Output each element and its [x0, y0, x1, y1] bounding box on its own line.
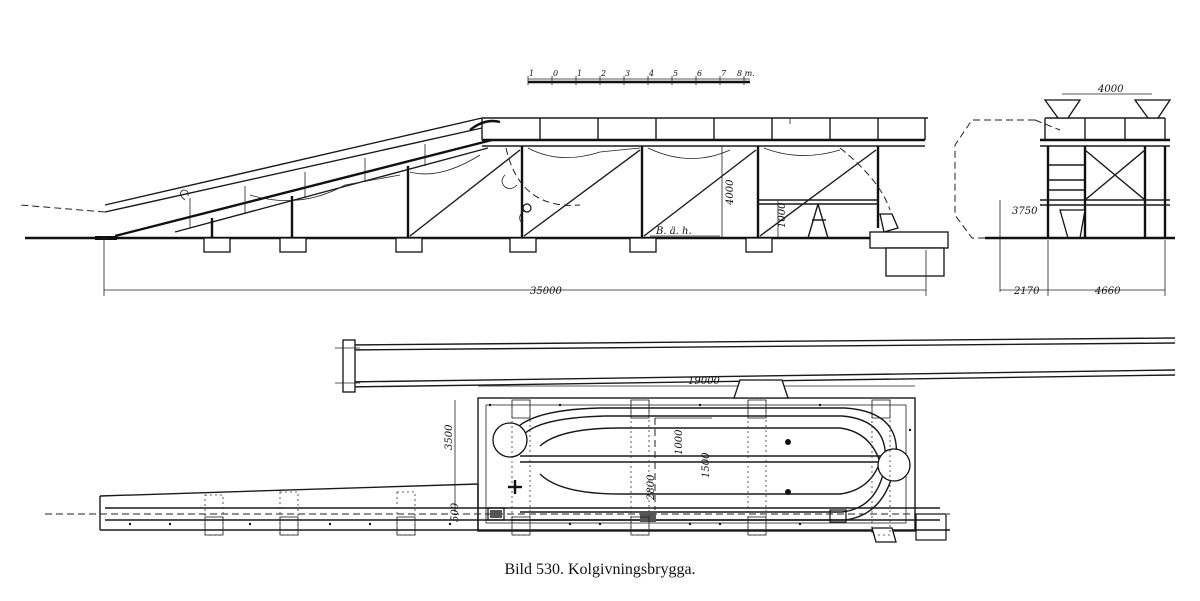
end-elevation: 4000 3750 2170 4660 [954, 84, 1175, 297]
plan-small-label: 500 [450, 502, 461, 522]
plan-inner-2-label: 1500 [701, 452, 712, 478]
level-label: B. ä. h. [655, 226, 692, 237]
plan-length-label: 19000 [688, 376, 720, 387]
scale-tick-label: 6 [697, 69, 702, 78]
plan-width-label: 3500 [444, 424, 455, 450]
scale-tick-label: 4 [648, 69, 654, 78]
scale-tick-label: 3 [625, 69, 630, 78]
end-height-label: 3750 [1012, 206, 1038, 217]
plan-inner-3-label: 2800 [646, 474, 657, 501]
end-top-width-label: 4000 [1097, 84, 1124, 95]
scale-bar: 1 0 1 2 3 4 5 6 7 8 m. [527, 69, 755, 85]
scale-tick-label: 2 [600, 69, 606, 78]
scale-tick-label: 5 [673, 69, 678, 78]
height-dimension-label: 4000 [725, 179, 736, 206]
overall-length-label: 35000 [530, 286, 562, 297]
scale-tick-label: 1 [529, 69, 534, 78]
figure-caption: Bild 530. Kolgivningsbrygga. [504, 561, 696, 578]
plan-inner-1-label: 1000 [674, 429, 685, 455]
end-right-width-label: 4660 [1094, 286, 1121, 297]
lower-height-dimension-label: 1000 [777, 202, 788, 228]
scale-tick-label: 0 [553, 69, 558, 78]
side-elevation: 4000 1000 B. ä. h. 35000 [19, 117, 949, 297]
end-left-width-label: 2170 [1013, 286, 1040, 297]
plan-view: 19000 3500 1000 1500 2800 500 [45, 337, 1176, 543]
scale-tick-label: 8 m. [737, 69, 755, 78]
scale-tick-label: 1 [577, 69, 582, 78]
scale-tick-label: 7 [721, 69, 727, 78]
